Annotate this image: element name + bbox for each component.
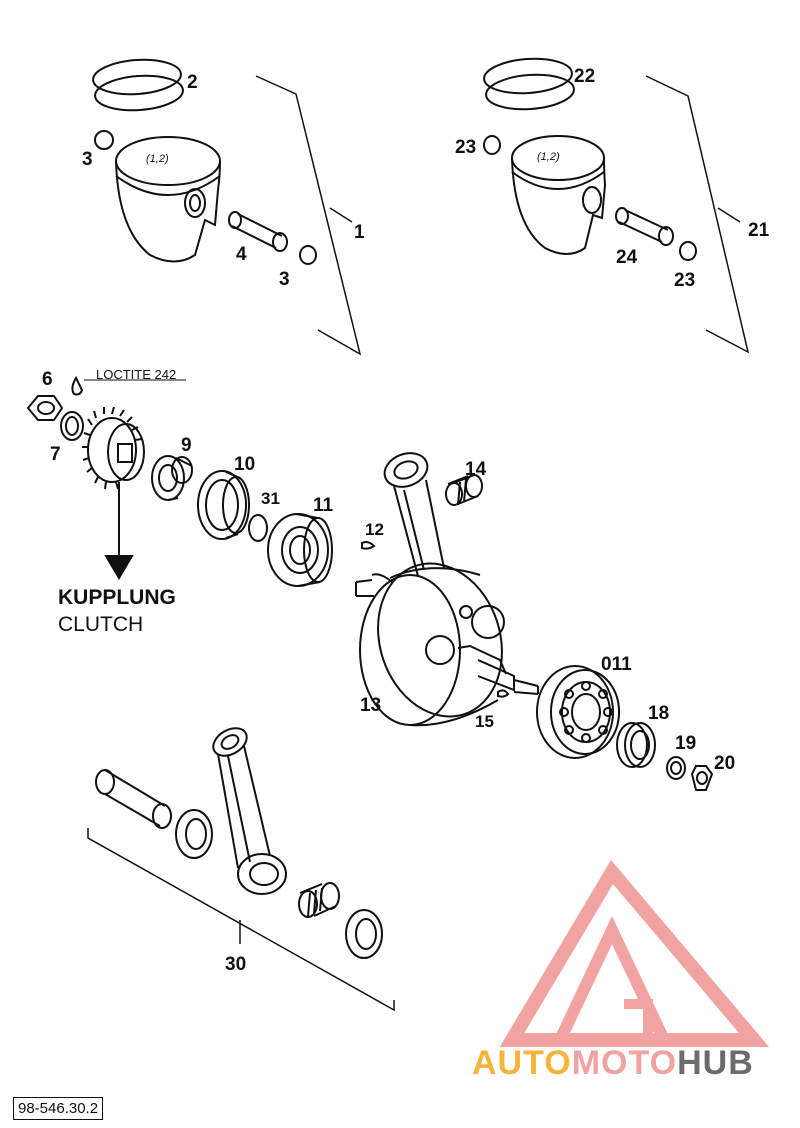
crankshaft-13 (355, 562, 539, 727)
bearing-9 (151, 455, 193, 501)
piston-pin-24 (615, 207, 674, 246)
part-label-14: 14 (465, 459, 487, 480)
kit-piston-pin (95, 769, 172, 829)
clutch-label: CLUTCH (58, 613, 144, 636)
brand-auto: AUTO (472, 1044, 572, 1082)
part-label-24: 24 (616, 247, 638, 268)
diagram-reference-number: 98-546.30.2 (13, 1097, 104, 1120)
part-label-23-top: 23 (455, 137, 477, 158)
circlip-23-bottom (679, 241, 697, 261)
key-15 (497, 689, 510, 698)
brand-hub: HUB (677, 1044, 754, 1082)
part-label-10: 10 (234, 454, 256, 475)
kit-30-bracket (87, 828, 395, 1012)
o-ring-31 (248, 514, 268, 542)
part-label-1: 1 (354, 222, 365, 243)
part-label-3-bottom: 3 (279, 269, 290, 290)
part-label-11: 11 (313, 495, 334, 516)
part-label-4: 4 (236, 244, 247, 265)
part-label-19: 19 (675, 733, 697, 754)
seal-18 (616, 722, 656, 768)
bracket-1 (255, 75, 362, 356)
nut-20 (690, 765, 714, 791)
part-label-2: 2 (187, 72, 198, 93)
piston-rings-2 (92, 58, 184, 112)
washer-7 (60, 411, 84, 441)
bearing-011 (536, 665, 620, 759)
piston-rings-22 (483, 57, 575, 111)
bracket-21 (645, 75, 750, 354)
kit-washer-upper (175, 809, 213, 859)
conrod-kit-30 (87, 727, 395, 1012)
bearing-11 (267, 513, 333, 587)
part-label-22: 22 (574, 66, 596, 87)
kit-needle-bearing (298, 882, 340, 918)
brand-moto: MOTO (571, 1044, 678, 1082)
seal-10 (197, 470, 250, 540)
part-label-9: 9 (181, 435, 192, 456)
piston-pin-4 (228, 211, 288, 252)
kit-conrod (212, 727, 287, 895)
part-label-31: 31 (261, 489, 280, 508)
nut-6 (26, 395, 64, 421)
part-label-20: 20 (714, 753, 736, 774)
key-12 (361, 541, 376, 550)
kit-washer-lower (345, 909, 383, 959)
piston-21 (511, 135, 607, 255)
loctite-drop (71, 375, 84, 396)
piston-1 (115, 136, 221, 263)
loctite-note: LOCTITE 242 (96, 367, 177, 382)
part-label-23-bottom: 23 (674, 270, 696, 291)
conrod-crank (383, 452, 445, 577)
washer-19 (666, 756, 686, 780)
circlip-3-bottom (299, 245, 317, 265)
part-label-13: 13 (360, 695, 382, 716)
part-label-011: 011 (601, 654, 632, 675)
part-label-15: 15 (475, 712, 494, 731)
automotohub-logo (499, 859, 770, 1047)
part-label-12: 12 (365, 520, 384, 539)
gear-primary (82, 406, 145, 490)
brand-wordmark: AUTOMOTOHUB (472, 1044, 754, 1083)
part-label-21: 21 (748, 220, 770, 241)
part-label-30: 30 (225, 954, 247, 975)
piston-mark-1: (1,2) (146, 153, 169, 165)
kupplung-label: KUPPLUNG (58, 586, 176, 609)
arrow-to-clutch (104, 482, 134, 580)
circlip-23-top (483, 135, 501, 155)
piston-mark-21: (1,2) (537, 151, 560, 163)
part-label-18: 18 (648, 703, 670, 724)
part-label-3-top: 3 (82, 149, 93, 170)
part-label-7: 7 (50, 444, 61, 465)
needle-bearing-14 (445, 474, 483, 506)
circlip-3-top (94, 130, 114, 150)
part-label-6: 6 (42, 369, 53, 390)
